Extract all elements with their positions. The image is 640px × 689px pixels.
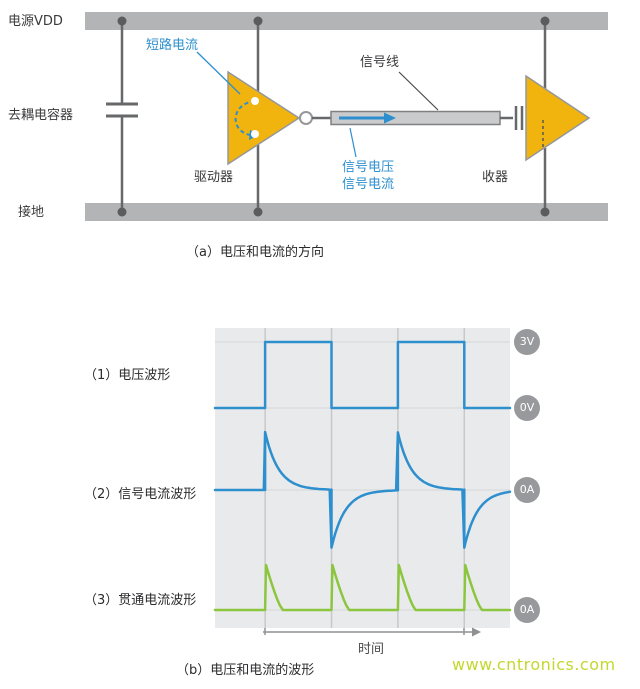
shoot-through-current-waveform (213, 563, 512, 612)
receiver-triangle (525, 74, 591, 162)
ground-rail (85, 203, 608, 221)
driver-output-node (299, 111, 313, 125)
badge-0a-signal: 0A (519, 483, 535, 496)
signal-voltage-leader (349, 127, 357, 158)
receiver-label: 收器 (482, 170, 509, 185)
driver-node-top (251, 97, 259, 105)
badge-0a-shoot: 0A (519, 603, 535, 616)
short-circuit-leader-line (196, 51, 241, 95)
signal-current-label: 信号电流 (342, 177, 395, 192)
waveform-chart (213, 328, 540, 637)
driver-triangle (227, 70, 301, 166)
time-axis-label: 时间 (358, 642, 385, 657)
badge-3v: 3V (519, 335, 535, 348)
decoupling-capacitor-label: 去耦电容器 (8, 108, 74, 123)
rail-connection-dots (117, 16, 550, 217)
vdd-rail (85, 12, 608, 30)
signal-current-waveform (213, 430, 512, 549)
row-label-signal-current: （2）信号电流波形 (84, 487, 197, 502)
signal-line-leader (398, 71, 439, 111)
value-badges (514, 329, 540, 623)
ground-rail-label: 接地 (18, 205, 45, 220)
receiver-input-capacitor (500, 106, 524, 130)
watermark: www.cntronics.com (452, 655, 616, 674)
circuit-diagram (85, 12, 608, 221)
badge-0v-circle (514, 395, 540, 421)
signal-voltage-label: 信号电压 (342, 160, 395, 175)
short-circuit-current-label: 短路电流 (146, 38, 199, 53)
decoupling-capacitor-symbol (106, 21, 138, 212)
badge-0v: 0V (519, 401, 535, 414)
time-axis (263, 627, 481, 637)
vdd-rail-label: 电源VDD (8, 14, 63, 29)
row-label-voltage: （1）电压波形 (84, 368, 171, 383)
badge-0a-signal-circle (514, 477, 540, 503)
signal-line-label: 信号线 (360, 55, 400, 70)
caption-b: （b）电压和电流的波形 (176, 663, 315, 678)
wave-layer (213, 328, 512, 628)
badge-0a-shoot-circle (514, 597, 540, 623)
signal-current-arrowhead (384, 112, 396, 124)
driver-node-bottom (251, 130, 259, 138)
row-label-shoot-through: （3）贯通电流波形 (84, 593, 197, 608)
time-axis-arrowhead (472, 627, 481, 637)
caption-a: （a）电压和电流的方向 (186, 245, 324, 260)
voltage-waveform (213, 340, 512, 410)
badge-3v-circle (514, 329, 540, 355)
driver-label: 驱动器 (194, 170, 234, 185)
